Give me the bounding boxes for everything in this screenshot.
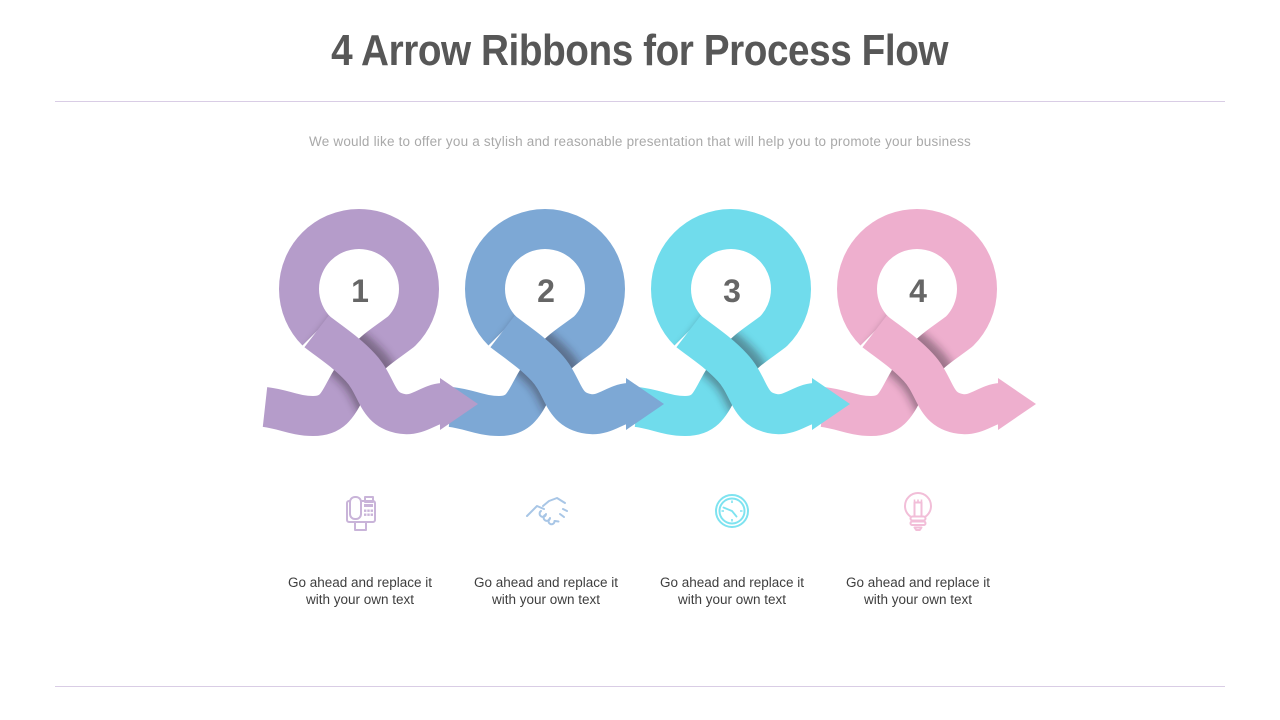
bottom-divider [55,686,1225,687]
top-divider [55,101,1225,102]
caption-line: Go ahead and replace it [473,575,619,590]
title-wrap: 4 Arrow Ribbons for Process Flow [0,26,1280,76]
ribbon-arrow-path [676,315,819,435]
step-caption-1: Go ahead and replace it with your own te… [260,574,460,608]
ribbon-loop-path [634,208,811,436]
ribbon-arrow-path [490,315,633,435]
caption-line: with your own text [863,592,973,607]
ribbon-1: 1 [262,208,478,443]
handshake-icon [522,488,570,536]
subtitle: We would like to offer you a stylish and… [309,134,971,149]
ribbon-2: 2 [448,208,664,443]
fax-icon [336,488,384,536]
ribbon-arrow-path [862,315,1005,435]
caption-line: with your own text [677,592,787,607]
caption-line: with your own text [305,592,415,607]
clock-icon [708,488,756,536]
ribbon-loop-path [448,208,625,436]
ribbon-arrow-path [304,315,447,435]
ribbon-arrowhead [812,378,850,430]
step-number: 2 [537,273,555,309]
caption-line: Go ahead and replace it [287,575,433,590]
ribbon-arrowhead [998,378,1036,430]
ribbon-4: 4 [820,208,1036,443]
ribbon-loop-path [262,208,439,436]
step-number: 1 [351,273,369,309]
step-caption-4: Go ahead and replace it with your own te… [818,574,1018,608]
ribbon-loop-path [820,208,997,436]
caption-line: with your own text [491,592,601,607]
caption-line: Go ahead and replace it [845,575,991,590]
step-caption-2: Go ahead and replace it with your own te… [446,574,646,608]
page-title: 4 Arrow Ribbons for Process Flow [331,26,949,75]
lightbulb-icon [894,488,942,536]
ribbon-3: 3 [634,208,850,443]
step-number: 4 [909,273,927,309]
step-caption-3: Go ahead and replace it with your own te… [632,574,832,608]
ribbon-arrowhead [626,378,664,430]
caption-line: Go ahead and replace it [659,575,805,590]
step-number: 3 [723,273,741,309]
ribbon-arrows-graphic: 4 3 2 1 [262,208,1036,443]
ribbon-arrowhead [440,378,478,430]
